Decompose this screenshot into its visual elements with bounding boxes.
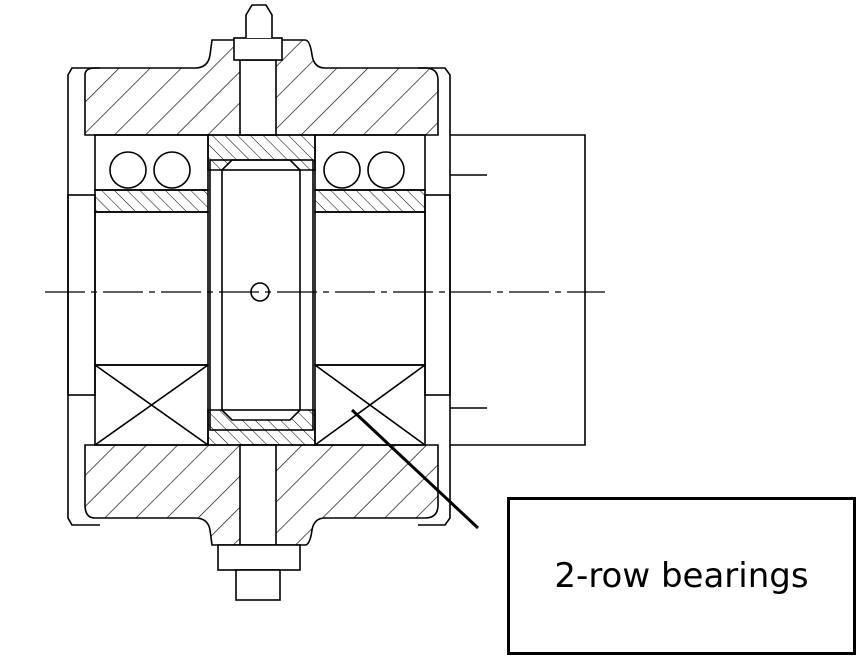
bottom-bolt-shaft [239, 444, 277, 546]
right-bore [314, 211, 426, 366]
right-end-ring [424, 194, 451, 396]
callout-leader-line [350, 408, 480, 530]
bottom-bolt-end [235, 569, 281, 601]
upper-right-bearing-inner [314, 189, 426, 213]
spacer-body [221, 169, 301, 411]
bottom-nut [217, 544, 301, 571]
left-bore [94, 211, 209, 366]
spacer-top [207, 134, 316, 171]
callout-label: 2-row bearings [554, 556, 809, 596]
spacer-bottom [207, 409, 316, 446]
grease-fitting-shaft [239, 59, 277, 136]
mounting-bracket [450, 134, 586, 446]
callout-box: 2-row bearings [507, 497, 856, 655]
left-end-ring [67, 194, 96, 396]
upper-left-bearing-inner [94, 189, 209, 213]
grease-fitting-nut [233, 37, 283, 61]
grease-fitting-nipple [245, 4, 273, 38]
